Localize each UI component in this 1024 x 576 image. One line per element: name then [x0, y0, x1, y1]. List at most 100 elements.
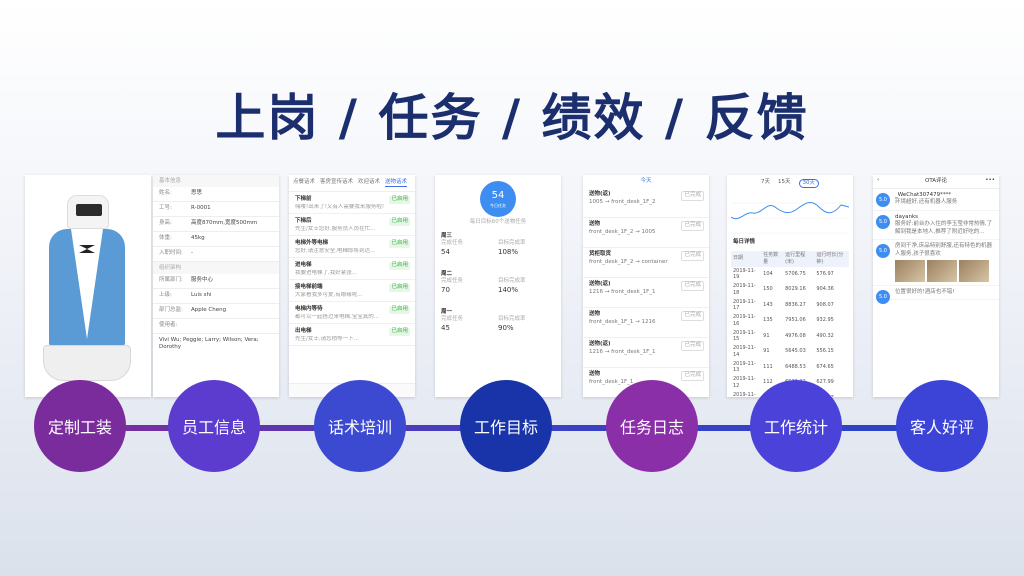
- table-cell: 111: [763, 363, 773, 370]
- robot-head: [67, 195, 109, 229]
- tab-script-2[interactable]: 欢迎话术: [358, 179, 381, 185]
- tab-range-2[interactable]: 30天: [798, 179, 819, 189]
- table-cell: 2019-11-12: [733, 376, 756, 389]
- goal-description: 每日目标60个送物任务: [469, 219, 527, 225]
- trend-chart: [731, 202, 849, 234]
- list-item[interactable]: 接电梯前端大家看我多可爱,有眼缘呢...已启用: [289, 280, 415, 303]
- list-item[interactable]: 出电梯先生/女士,请您稍等一下...已启用: [289, 324, 415, 347]
- form-label: 使用者:: [159, 322, 178, 329]
- review-text: 环境超好,还有机器人服务: [895, 199, 958, 206]
- reviews-header: ‹ OTA评论 •••: [873, 175, 999, 189]
- table-cell: 2019-11-13: [733, 360, 756, 374]
- review-photo[interactable]: [895, 259, 925, 282]
- goal-label: 完成任务: [441, 316, 464, 323]
- today-tasks-label: 今日任务: [490, 202, 506, 208]
- tab-range-0[interactable]: 7天: [761, 179, 770, 185]
- users-list: Vivi Wu; Peggie; Larry; Wilson; Vera; Do…: [159, 337, 259, 351]
- goal-value: 54: [441, 247, 450, 256]
- list-item[interactable]: 进电梯我要进电梯了,我好紧张...已启用: [289, 258, 415, 281]
- form-row: 体重:45kg: [153, 232, 279, 247]
- review-photo[interactable]: [959, 259, 989, 282]
- task-title: 送物: [589, 311, 601, 318]
- table-cell: 5645.03: [785, 348, 806, 355]
- timeline-step-3: 话术培训: [314, 380, 406, 472]
- status-badge: 已完成: [681, 311, 704, 321]
- form-value: 高度870mm,宽度500mm: [191, 220, 258, 227]
- review-text: 服务好:前台办入住的李玉莹非常热情,了解到我是本地人,推荐了附近好吃的...: [895, 221, 993, 235]
- form-row: 部门总监:Apple Cheng: [153, 304, 279, 319]
- table-cell: 4976.08: [785, 332, 806, 339]
- table-header: 日期: [731, 251, 762, 267]
- tab-script-1[interactable]: 客房宣传话术: [320, 179, 354, 185]
- script-training-screen: 点餐话术客房宣传话术欢迎话术送物话术 下梯前嗨喽!出来了!又有人需要我来服务啦!…: [289, 175, 415, 397]
- back-icon[interactable]: ‹: [877, 177, 880, 183]
- tab-script-0[interactable]: 点餐话术: [293, 179, 316, 185]
- robot-screen: [76, 204, 102, 216]
- table-cell: 2019-11-16: [733, 314, 756, 327]
- table-cell: 2019-11-14: [733, 345, 756, 358]
- form-section-title: 基本信息: [153, 175, 279, 187]
- table-cell: 932.95: [816, 317, 834, 324]
- more-icon[interactable]: •••: [985, 177, 995, 183]
- table-cell: 143: [763, 301, 773, 308]
- goal-label: 目标完成率: [498, 316, 526, 323]
- status-badge: 已完成: [681, 371, 704, 381]
- review-photos: [895, 259, 995, 282]
- table-cell: 674.65: [816, 363, 834, 370]
- tab-range-1[interactable]: 15天: [778, 179, 791, 185]
- daily-detail-heading: 每日详情: [733, 239, 756, 245]
- list-item[interactable]: 下梯前嗨喽!出来了!又有人需要我来服务啦!已启用: [289, 192, 415, 215]
- status-badge: 已启用: [389, 328, 410, 336]
- form-label: 所属部门:: [159, 277, 183, 284]
- table-cell: 150: [763, 286, 773, 293]
- task-route: 1005 → front_desk_1F_2: [589, 198, 656, 205]
- form-value: -: [191, 250, 193, 257]
- today-tasks-value: 54: [491, 190, 505, 201]
- review-text: 位置很好的!酒店也不错!: [895, 288, 955, 295]
- form-value: 思思: [191, 190, 203, 197]
- table-cell: 2019-11-11: [733, 391, 756, 398]
- table-cell: 556.15: [816, 348, 834, 355]
- form-row: 姓名:思思: [153, 187, 279, 202]
- list-item[interactable]: 电梯内等待都可以一起搭过来电梯,宝宝真的...已启用: [289, 302, 415, 325]
- status-badge: 已启用: [389, 218, 410, 226]
- table-cell: 2019-11-19: [733, 267, 756, 281]
- page-title: 上岗 / 任务 / 绩效 / 反馈: [215, 89, 809, 147]
- script-text: 嗨喽!出来了!又有人需要我来服务啦!: [295, 203, 385, 210]
- form-value: Apple Cheng: [191, 307, 227, 314]
- list-item[interactable]: 电梯外等电梯您好,请注意安全,电梯即将到达...已启用: [289, 236, 415, 259]
- list-item[interactable]: 下梯后先生/女士您好,服务员人员在忙...已启用: [289, 214, 415, 237]
- date-selector[interactable]: 今天: [640, 178, 652, 184]
- goal-value: 140%: [498, 285, 519, 294]
- timeline-step-7: 客人好评: [896, 380, 988, 472]
- table-cell: 904.36: [816, 286, 834, 293]
- review-photo[interactable]: [927, 259, 957, 282]
- tab-script-3[interactable]: 送物话术: [385, 179, 408, 188]
- reviews-title: OTA评论: [924, 178, 948, 184]
- table-cell: 627.99: [816, 379, 834, 386]
- form-row: 入职时间:-: [153, 247, 279, 262]
- status-badge: 已完成: [681, 281, 704, 291]
- form-row: 身高:高度870mm,宽度500mm: [153, 217, 279, 232]
- review-score: 5.0: [876, 193, 890, 207]
